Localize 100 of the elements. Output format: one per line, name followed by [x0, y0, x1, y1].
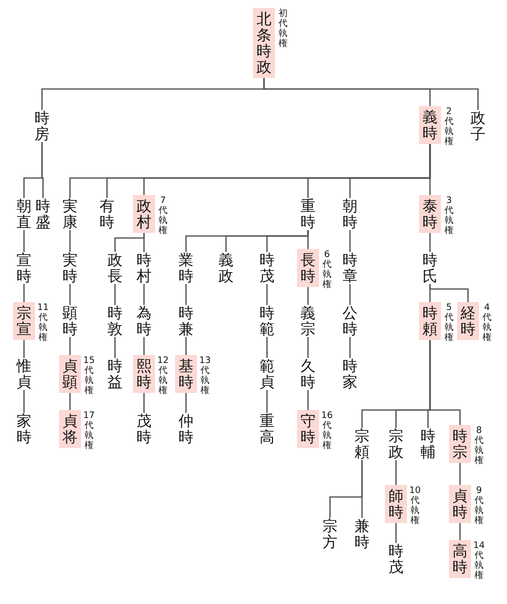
highlighted-name-box: 高時: [449, 540, 471, 578]
highlighted-name-box: 守時: [297, 410, 319, 448]
connector-line: [429, 284, 469, 302]
connector-line: [429, 233, 431, 252]
connector-line: [23, 390, 25, 413]
name-label: 義政: [218, 252, 234, 284]
name-label: 仲時: [178, 413, 194, 445]
name-label: 重時: [300, 198, 316, 230]
name-label: 宗方: [322, 518, 338, 550]
connector-line: [23, 284, 25, 302]
regent-rank-label: 2代執権: [444, 107, 454, 147]
regent-rank-label: 11代執権: [37, 303, 49, 343]
name-label: 時氏: [422, 252, 438, 284]
connector-line: [429, 340, 461, 425]
name-label: 宗頼: [354, 428, 370, 460]
name-label: 時茂: [388, 543, 404, 575]
connector-line: [307, 337, 309, 358]
name-label: 時家: [342, 358, 358, 390]
regent-rank-label: 5代執権: [444, 303, 454, 343]
connector-line: [114, 284, 116, 305]
regent-rank-label: 9代執権: [474, 486, 484, 526]
connector-line: [349, 284, 351, 305]
name-label: 時益: [107, 358, 123, 390]
highlighted-name-box: 北条時政: [253, 8, 275, 78]
name-label: 茂時: [136, 413, 152, 445]
connector-line: [266, 390, 268, 413]
highlighted-name-box: 経時: [457, 302, 479, 340]
name-label: 朝直: [16, 198, 32, 230]
name-label: 時章: [342, 252, 358, 284]
name-label: 宗政: [388, 428, 404, 460]
connector-line: [185, 337, 187, 355]
regent-rank-label: 初代執権: [278, 9, 288, 49]
regent-rank-label: 7代執権: [158, 196, 168, 236]
name-label: 義宗: [300, 305, 316, 337]
highlighted-name-box: 貞時: [449, 485, 471, 523]
name-label: 時範: [259, 305, 275, 337]
connector-line: [395, 460, 397, 485]
connector-line: [307, 287, 309, 305]
connector-line: [459, 523, 461, 540]
highlighted-name-box: 泰時: [419, 195, 441, 233]
name-label: 業時: [178, 252, 194, 284]
connector-line: [395, 523, 397, 543]
connector-line: [349, 337, 351, 358]
connector-line: [307, 390, 309, 410]
connector-line: [361, 460, 363, 518]
highlighted-name-box: 義時: [419, 106, 441, 144]
highlighted-name-box: 宗宣: [13, 302, 35, 340]
name-label: 時兼: [178, 305, 194, 337]
name-label: 時房: [34, 110, 50, 142]
highlighted-name-box: 基時: [175, 355, 197, 393]
regent-rank-label: 6代執権: [322, 250, 332, 290]
name-label: 時敦: [107, 305, 123, 337]
connector-line: [69, 393, 71, 410]
connector-line: [69, 337, 71, 355]
name-label: 久時: [300, 358, 316, 390]
name-label: 有時: [99, 198, 115, 230]
connector-line: [429, 144, 431, 195]
highlighted-name-box: 時宗: [449, 425, 471, 463]
highlighted-name-box: 政村: [133, 195, 155, 233]
name-label: 時盛: [35, 198, 51, 230]
name-label: 実康: [62, 198, 78, 230]
regent-rank-label: 15代執権: [83, 356, 95, 396]
regent-rank-label: 12代執権: [157, 356, 169, 396]
connector-line: [349, 230, 351, 252]
name-label: 重高: [259, 413, 275, 445]
name-label: 政長: [107, 252, 123, 284]
regent-rank-label: 8代執権: [474, 426, 484, 466]
regent-rank-label: 14代執権: [473, 541, 485, 581]
connector-line: [69, 284, 71, 305]
connector-line: [263, 78, 479, 110]
name-label: 実時: [62, 252, 78, 284]
regent-rank-label: 13代執権: [199, 356, 211, 396]
name-label: 兼時: [354, 518, 370, 550]
regent-rank-label: 3代執権: [444, 196, 454, 236]
name-label: 時茂: [259, 252, 275, 284]
name-label: 為時: [136, 305, 152, 337]
connector-line: [114, 337, 116, 358]
name-label: 宣時: [16, 252, 32, 284]
name-label: 朝時: [342, 198, 358, 230]
connector-line: [459, 463, 461, 485]
connector-line: [143, 284, 145, 305]
regent-rank-label: 10代執権: [409, 486, 421, 526]
connector-line: [266, 337, 268, 358]
regent-rank-label: 4代執権: [482, 303, 492, 343]
connector-line: [143, 393, 145, 413]
name-label: 時輔: [420, 428, 436, 460]
name-label: 時村: [136, 252, 152, 284]
name-label: 惟貞: [16, 358, 32, 390]
highlighted-name-box: 貞将: [59, 410, 81, 448]
highlighted-name-box: 長時: [297, 249, 319, 287]
highlighted-name-box: 貞顕: [59, 355, 81, 393]
name-label: 家時: [16, 413, 32, 445]
connector-line: [266, 284, 268, 305]
connector-line: [307, 230, 309, 249]
connector-line: [23, 340, 25, 358]
highlighted-name-box: 師時: [385, 485, 407, 523]
connector-line: [185, 284, 187, 305]
regent-rank-label: 17代執権: [83, 411, 95, 451]
highlighted-name-box: 熙時: [133, 355, 155, 393]
regent-rank-label: 16代執権: [321, 411, 333, 451]
